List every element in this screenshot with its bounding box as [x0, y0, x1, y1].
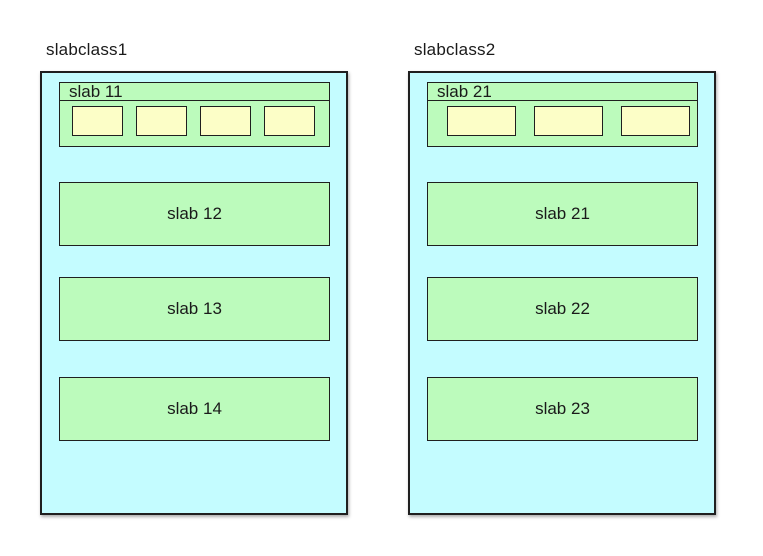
- slab-12: slab 12: [59, 182, 330, 246]
- chunk: [200, 106, 251, 136]
- slabclass2-container: slab 21 slab 21 slab 22 slab 23: [408, 71, 716, 515]
- chunk: [534, 106, 603, 136]
- slabclass2-title: slabclass2: [414, 40, 496, 59]
- slab-11-chunks: [60, 106, 329, 136]
- slab-22: slab 22: [427, 277, 698, 341]
- slab-13: slab 13: [59, 277, 330, 341]
- slab-11: slab 11: [59, 82, 330, 147]
- slab-23: slab 23: [427, 377, 698, 441]
- chunk: [72, 106, 123, 136]
- chunk: [264, 106, 315, 136]
- slab-21-header: slab 21: [427, 82, 698, 147]
- slabclass1-title: slabclass1: [46, 40, 128, 59]
- slab-21-chunks: [428, 106, 697, 136]
- slab-11-label: slab 11: [60, 83, 329, 101]
- slabclass1-container: slab 11 slab 12 slab 13 slab 14: [40, 71, 348, 515]
- chunk: [621, 106, 690, 136]
- chunk: [136, 106, 187, 136]
- chunk: [447, 106, 516, 136]
- slab-21-label: slab 21: [428, 83, 697, 101]
- slab-14: slab 14: [59, 377, 330, 441]
- slab-21: slab 21: [427, 182, 698, 246]
